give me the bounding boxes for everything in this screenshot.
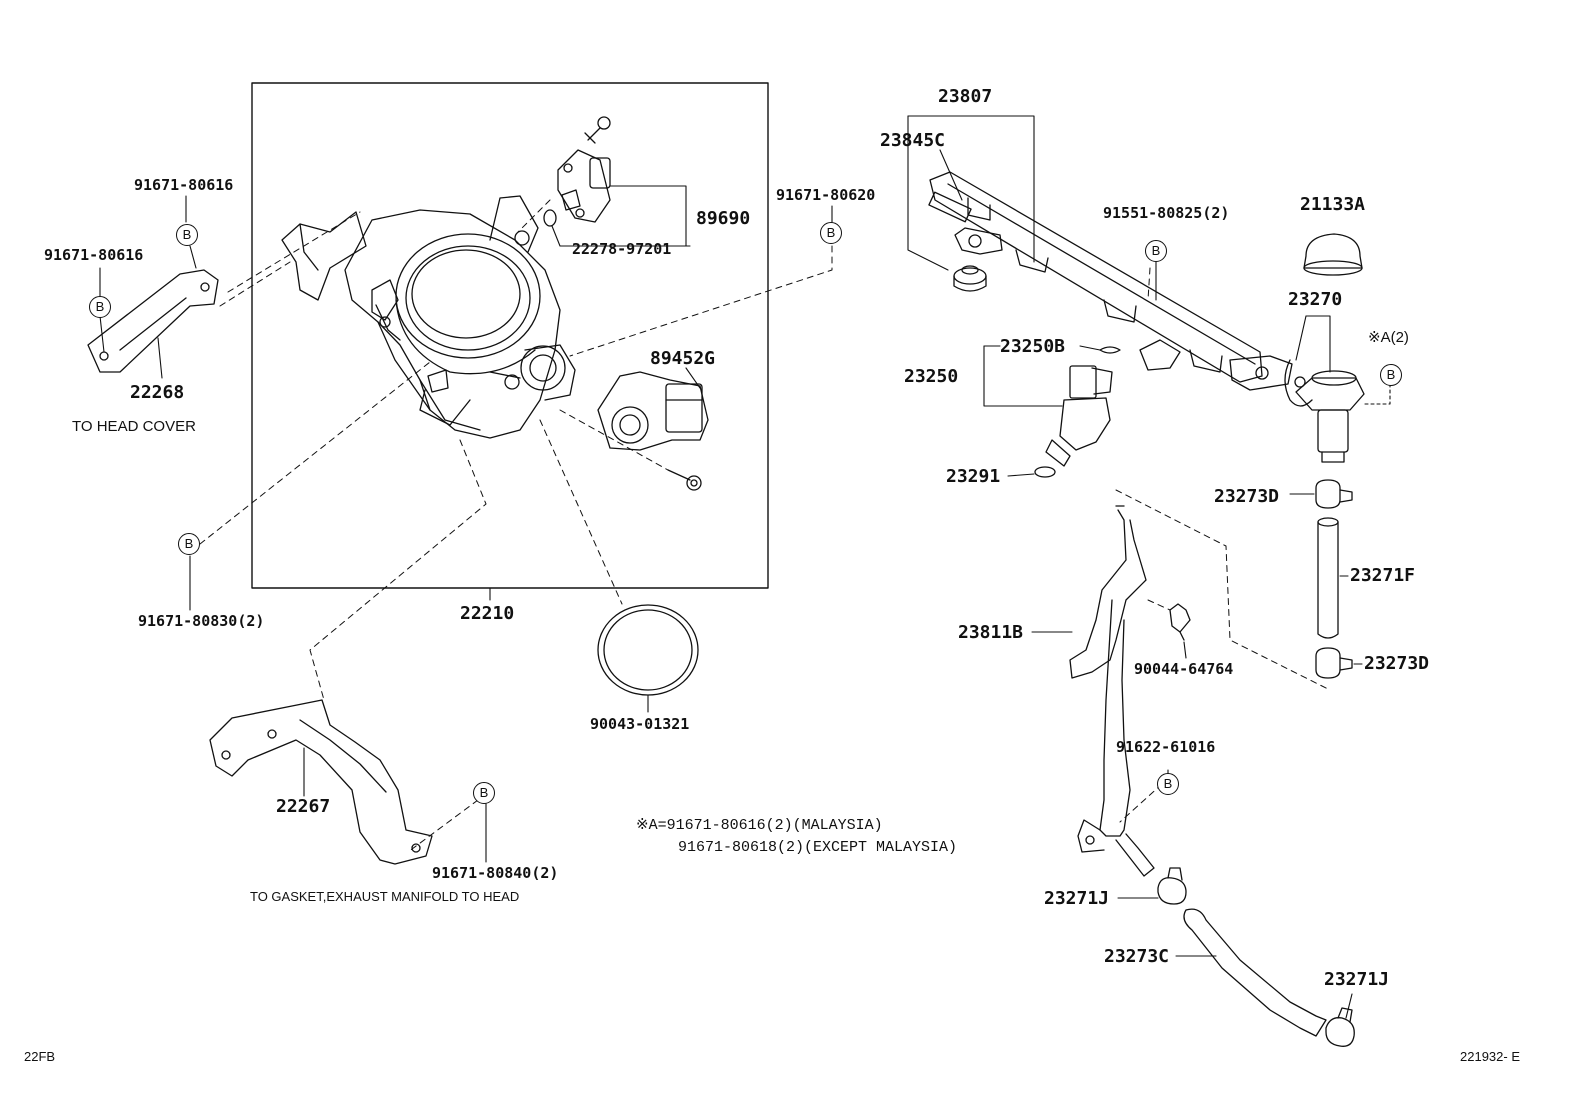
- cap-21133a: [1303, 233, 1363, 276]
- part-label-23271j-upper: 23271J: [1044, 888, 1110, 909]
- throttle-body: [281, 195, 576, 439]
- part-label-21133a: 21133A: [1300, 194, 1366, 215]
- part-label-22267: 22267: [276, 796, 331, 817]
- part-label-23291: 23291: [946, 466, 1001, 487]
- part-label-23250: 23250: [904, 366, 959, 387]
- part-label-22268: 22268: [130, 382, 185, 403]
- throttle-gasket-ring: [597, 604, 699, 696]
- part-label-23273c: 23273C: [1104, 946, 1170, 967]
- throttle-position-sensor: [597, 371, 709, 491]
- part-label-23271f: 23271F: [1350, 565, 1416, 586]
- part-label-23807: 23807: [938, 86, 993, 107]
- fuel-pipe-23811b: [1069, 505, 1191, 877]
- part-label-91622-61016: 91622-61016: [1116, 738, 1216, 756]
- part-label-23270: 23270: [1288, 289, 1343, 310]
- pressure-regulator: [1284, 359, 1365, 463]
- part-label-23250b: 23250B: [1000, 336, 1066, 357]
- ref-b-marker: B: [89, 296, 111, 318]
- part-label-22210: 22210: [460, 603, 515, 624]
- footer-right-code: 221932- E: [1460, 1049, 1520, 1064]
- to-head-cover-note: TO HEAD COVER: [72, 418, 196, 435]
- fuel-injector: [1034, 346, 1121, 478]
- hose-assembly-right: [1315, 479, 1353, 679]
- part-label-91671-80620: 91671-80620: [776, 186, 876, 204]
- part-label-89452g: 89452G: [650, 348, 716, 369]
- variant-note-line-1: ※A=91671-80616(2)(MALAYSIA): [636, 817, 883, 834]
- dashed-references: [199, 199, 1331, 853]
- ref-b-marker: B: [820, 222, 842, 244]
- part-label-23273d-top: 23273D: [1214, 486, 1280, 507]
- to-gasket-note: TO GASKET,EXHAUST MANIFOLD TO HEAD: [250, 889, 520, 904]
- ref-b-marker: B: [1380, 364, 1402, 386]
- leader-lines: [99, 115, 1391, 1019]
- part-label-90043-01321: 90043-01321: [590, 715, 690, 733]
- part-label-23273d-bottom: 23273D: [1364, 653, 1430, 674]
- part-label-91551-80825: 91551-80825(2): [1103, 204, 1230, 222]
- footer-left-code: 22FB: [24, 1049, 56, 1064]
- ref-b-marker: B: [178, 533, 200, 555]
- bracket-22268: [87, 269, 219, 373]
- ref-b-marker: B: [473, 782, 495, 804]
- ref-b-marker: B: [176, 224, 198, 246]
- ref-b-marker: B: [1145, 240, 1167, 262]
- bracket-22267: [209, 699, 433, 865]
- part-label-22278-97201: 22278-97201: [572, 240, 672, 258]
- part-label-23271j-lower: 23271J: [1324, 969, 1390, 990]
- fuel-rail: [928, 171, 1293, 391]
- iac-valve: [543, 116, 611, 227]
- variant-note-line-2: 91671-80618(2)(EXCEPT MALAYSIA): [678, 839, 958, 856]
- throttle-assembly-frame: [251, 82, 769, 589]
- part-label-91671-80616-lower: 91671-80616: [44, 246, 144, 264]
- part-label-91671-80616-upper: 91671-80616: [134, 176, 234, 194]
- part-label-91671-80830: 91671-80830(2): [138, 612, 265, 630]
- part-label-a2: ※A(2): [1368, 329, 1409, 346]
- part-label-91671-80840: 91671-80840(2): [432, 864, 559, 882]
- part-label-89690: 89690: [696, 208, 751, 229]
- part-label-23845c: 23845C: [880, 130, 946, 151]
- hose-assembly-lower: [1157, 867, 1355, 1047]
- part-label-23811b: 23811B: [958, 622, 1024, 643]
- ref-b-marker: B: [1157, 773, 1179, 795]
- part-label-90044-64764: 90044-64764: [1134, 660, 1234, 678]
